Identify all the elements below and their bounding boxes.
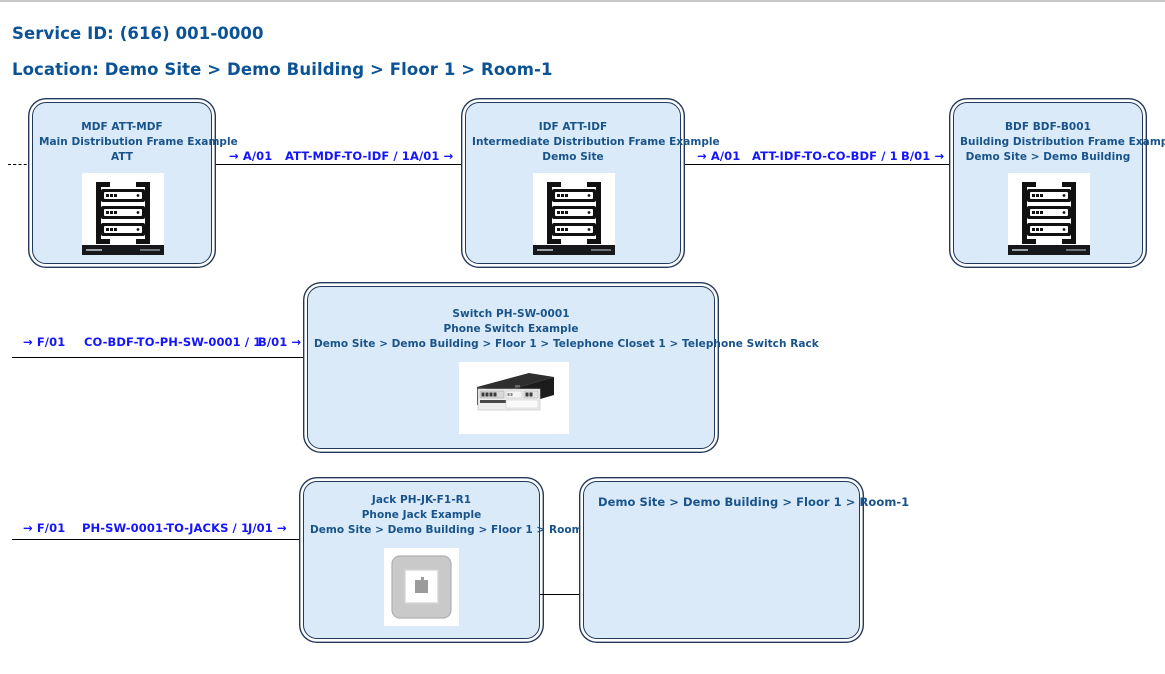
switch-icon — [459, 362, 569, 434]
location-breadcrumb: Location: Demo Site > Demo Building > Fl… — [12, 60, 553, 79]
link-3-left-port: → F/01 — [23, 335, 66, 349]
node-switch-line3: Demo Site > Demo Building > Floor 1 > Te… — [314, 338, 819, 350]
wire-idf-to-bdf — [681, 164, 953, 165]
wire-switch-to-jack — [12, 539, 303, 540]
node-bdf-line2: Building Distribution Frame Example — [960, 136, 1165, 148]
node-mdf[interactable]: MDF ATT-MDF Main Distribution Frame Exam… — [32, 102, 238, 264]
node-bdf[interactable]: BDF BDF-B001 Building Distribution Frame… — [953, 102, 1165, 264]
link-2-right-port: B/01 → — [901, 149, 945, 163]
rack-icon — [1008, 173, 1090, 255]
node-jack-line3: Demo Site > Demo Building > Floor 1 > Ro… — [310, 524, 595, 536]
node-bdf-line1: BDF BDF-B001 — [1005, 121, 1091, 133]
node-jack-text: Jack PH-JK-F1-R1 Phone Jack Example Demo… — [310, 493, 595, 538]
node-bdf-line3: Demo Site > Demo Building — [965, 151, 1131, 163]
rack-icon — [533, 173, 615, 255]
wall-jack-icon — [384, 548, 459, 626]
node-idf[interactable]: IDF ATT-IDF Intermediate Distribution Fr… — [465, 102, 720, 264]
node-jack-line2: Phone Jack Example — [361, 509, 482, 521]
node-switch-line2: Phone Switch Example — [443, 323, 579, 335]
node-idf-line2: Intermediate Distribution Frame Example — [472, 136, 720, 148]
link-1-right-port: A/01 → — [410, 149, 454, 163]
node-mdf-text: MDF ATT-MDF Main Distribution Frame Exam… — [39, 120, 238, 165]
wire-mdf-to-idf — [212, 164, 465, 165]
node-switch-line1: Switch PH-SW-0001 — [452, 308, 570, 320]
node-room[interactable]: Demo Site > Demo Building > Floor 1 > Ro… — [583, 481, 910, 639]
link-4-right-port: J/01 → — [248, 521, 287, 535]
node-switch-text: Switch PH-SW-0001 Phone Switch Example D… — [314, 307, 819, 352]
link-1-left-port: → A/01 — [229, 149, 273, 163]
node-bdf-text: BDF BDF-B001 Building Distribution Frame… — [960, 120, 1165, 165]
wire-inbound-dashed — [8, 164, 32, 165]
node-room-line1: Demo Site > Demo Building > Floor 1 > Ro… — [598, 495, 910, 509]
link-3-circuit[interactable]: CO-BDF-TO-PH-SW-0001 / 1 — [84, 335, 262, 349]
service-id-label: Service ID: (616) 001-0000 — [12, 24, 264, 43]
rack-icon — [82, 173, 164, 255]
link-4-left-port: → F/01 — [23, 521, 66, 535]
node-jack-line1: Jack PH-JK-F1-R1 — [371, 494, 472, 506]
node-mdf-line3: ATT — [110, 151, 134, 163]
node-mdf-line2: Main Distribution Frame Example — [39, 136, 238, 148]
node-idf-line3: Demo Site — [542, 151, 604, 163]
link-2-circuit[interactable]: ATT-IDF-TO-CO-BDF / 1 — [752, 149, 898, 163]
node-switch[interactable]: Switch PH-SW-0001 Phone Switch Example D… — [307, 286, 819, 449]
node-mdf-line1: MDF ATT-MDF — [81, 121, 163, 133]
wire-jack-to-room — [540, 594, 583, 595]
node-idf-line1: IDF ATT-IDF — [538, 121, 608, 133]
wire-bdf-to-switch — [12, 357, 307, 358]
node-room-text: Demo Site > Demo Building > Floor 1 > Ro… — [598, 495, 910, 510]
node-jack[interactable]: Jack PH-JK-F1-R1 Phone Jack Example Demo… — [303, 481, 595, 639]
link-3-right-port: B/01 → — [258, 335, 302, 349]
link-1-circuit[interactable]: ATT-MDF-TO-IDF / 1 — [285, 149, 410, 163]
link-4-circuit[interactable]: PH-SW-0001-TO-JACKS / 1 — [82, 521, 250, 535]
node-idf-text: IDF ATT-IDF Intermediate Distribution Fr… — [472, 120, 720, 165]
link-2-left-port: → A/01 — [697, 149, 741, 163]
